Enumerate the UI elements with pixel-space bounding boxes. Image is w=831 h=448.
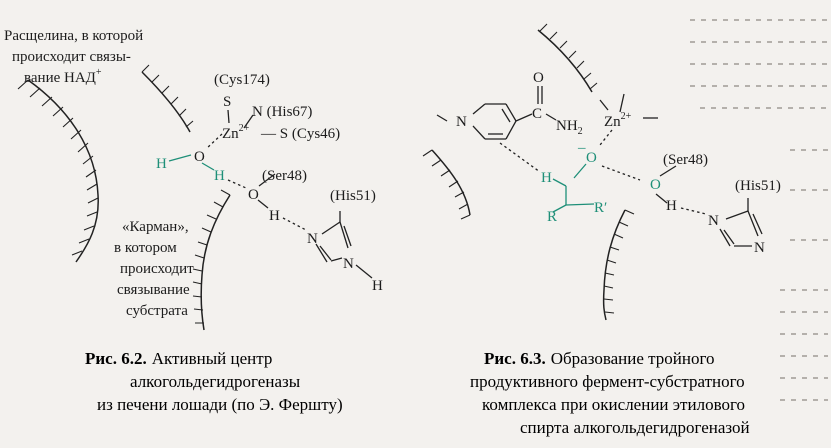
s-atom-cys174: S <box>223 94 231 110</box>
protein-wall-left-fig63 <box>422 149 471 220</box>
caption-fig63-line-3: комплекса при окислении этилового <box>482 395 745 414</box>
h-atom-water-right: H <box>214 168 225 184</box>
nicotinamide-ring <box>436 103 533 140</box>
n-atom-nicotinamide: N <box>456 114 467 130</box>
caption-fig63-line-2: продуктивного фермент-субстратного <box>470 372 745 391</box>
zn-atom-fig62: Zn2+ <box>222 123 250 142</box>
protein-wall-left <box>17 79 99 263</box>
protein-wall-top <box>141 64 194 133</box>
protein-wall-top-fig63 <box>537 23 598 93</box>
zn-atom-fig63: Zn2+ <box>604 111 632 130</box>
h-atom-water-left: H <box>156 156 167 172</box>
pocket-label-line-1: «Карман», <box>122 219 189 235</box>
caption-fig63-line-1: Рис. 6.3.Образование тройного <box>484 349 715 368</box>
pocket-label-line-2: в котором <box>114 240 177 256</box>
cys174-label: (Cys174) <box>214 72 270 88</box>
fig-6-2: Расщелина, в которой происходит связы- в… <box>4 28 383 414</box>
pocket-label-line-5: субстрата <box>126 303 188 319</box>
cleft-label-line-1: Расщелина, в которой <box>4 28 143 44</box>
n-atom-his51-bottom-fig63: N <box>754 240 765 256</box>
h-atom-ser48-fig63: H <box>666 198 677 214</box>
n-his67-label: N (His67) <box>252 104 312 120</box>
ser48-label-fig63: (Ser48) <box>663 152 708 168</box>
h-atom-ser48-fig62: H <box>269 208 280 224</box>
caption-fig62-line-2: алкогольдегидрогеназы <box>130 372 301 391</box>
imidazole-ring-fig63 <box>719 198 763 247</box>
c-atom-amide: C <box>532 106 542 122</box>
o-atom-alkoxide: O <box>586 150 597 166</box>
o-atom-ser48-fig62: O <box>248 187 259 203</box>
n-atom-his51-top-fig63: N <box>708 213 719 229</box>
fig-6-3: N C O NH2 Zn2+ – O H R R′ (Ser48) O H <box>422 23 781 437</box>
s-cys46-label: — S (Cys46) <box>260 126 340 142</box>
his51-label-fig63: (His51) <box>735 178 781 194</box>
o-atom-amide: O <box>533 70 544 86</box>
caption-fig63-line-4: спирта алкогольдегидрогеназой <box>520 418 750 437</box>
minus-sign: – <box>577 140 586 156</box>
o-atom-ser48-fig63: O <box>650 177 661 193</box>
ser48-label-fig62: (Ser48) <box>262 168 307 184</box>
caption-fig62-line-3: из печени лошади (по Э. Фершту) <box>97 395 343 414</box>
o-atom-water: O <box>194 149 205 165</box>
cleft-label-line-2: происходит связы- <box>12 49 131 65</box>
imidazole-ring-fig62 <box>315 211 352 263</box>
cleft-label-line-3: вание НАД+ <box>24 67 102 86</box>
nh2-label: NH2 <box>556 118 583 137</box>
r-prime-group: R′ <box>594 200 607 216</box>
his51-label-fig62: (His51) <box>330 188 376 204</box>
r-group: R <box>547 209 557 225</box>
n-atom-his51-top-fig62: N <box>307 231 318 247</box>
n-atom-his51-bottom-fig62: N <box>343 256 354 272</box>
protein-wall-right-fig63 <box>602 209 635 321</box>
pocket-label-line-4: связывание <box>117 282 190 298</box>
caption-fig62-line-1: Рис. 6.2.Активный центр <box>85 349 272 368</box>
pocket-label-line-3: происходит <box>120 261 194 277</box>
page-bleed-through <box>690 19 828 401</box>
h-atom-substrate: H <box>541 170 552 186</box>
h-atom-his51-fig62: H <box>372 278 383 294</box>
protein-wall-middle <box>192 189 231 331</box>
